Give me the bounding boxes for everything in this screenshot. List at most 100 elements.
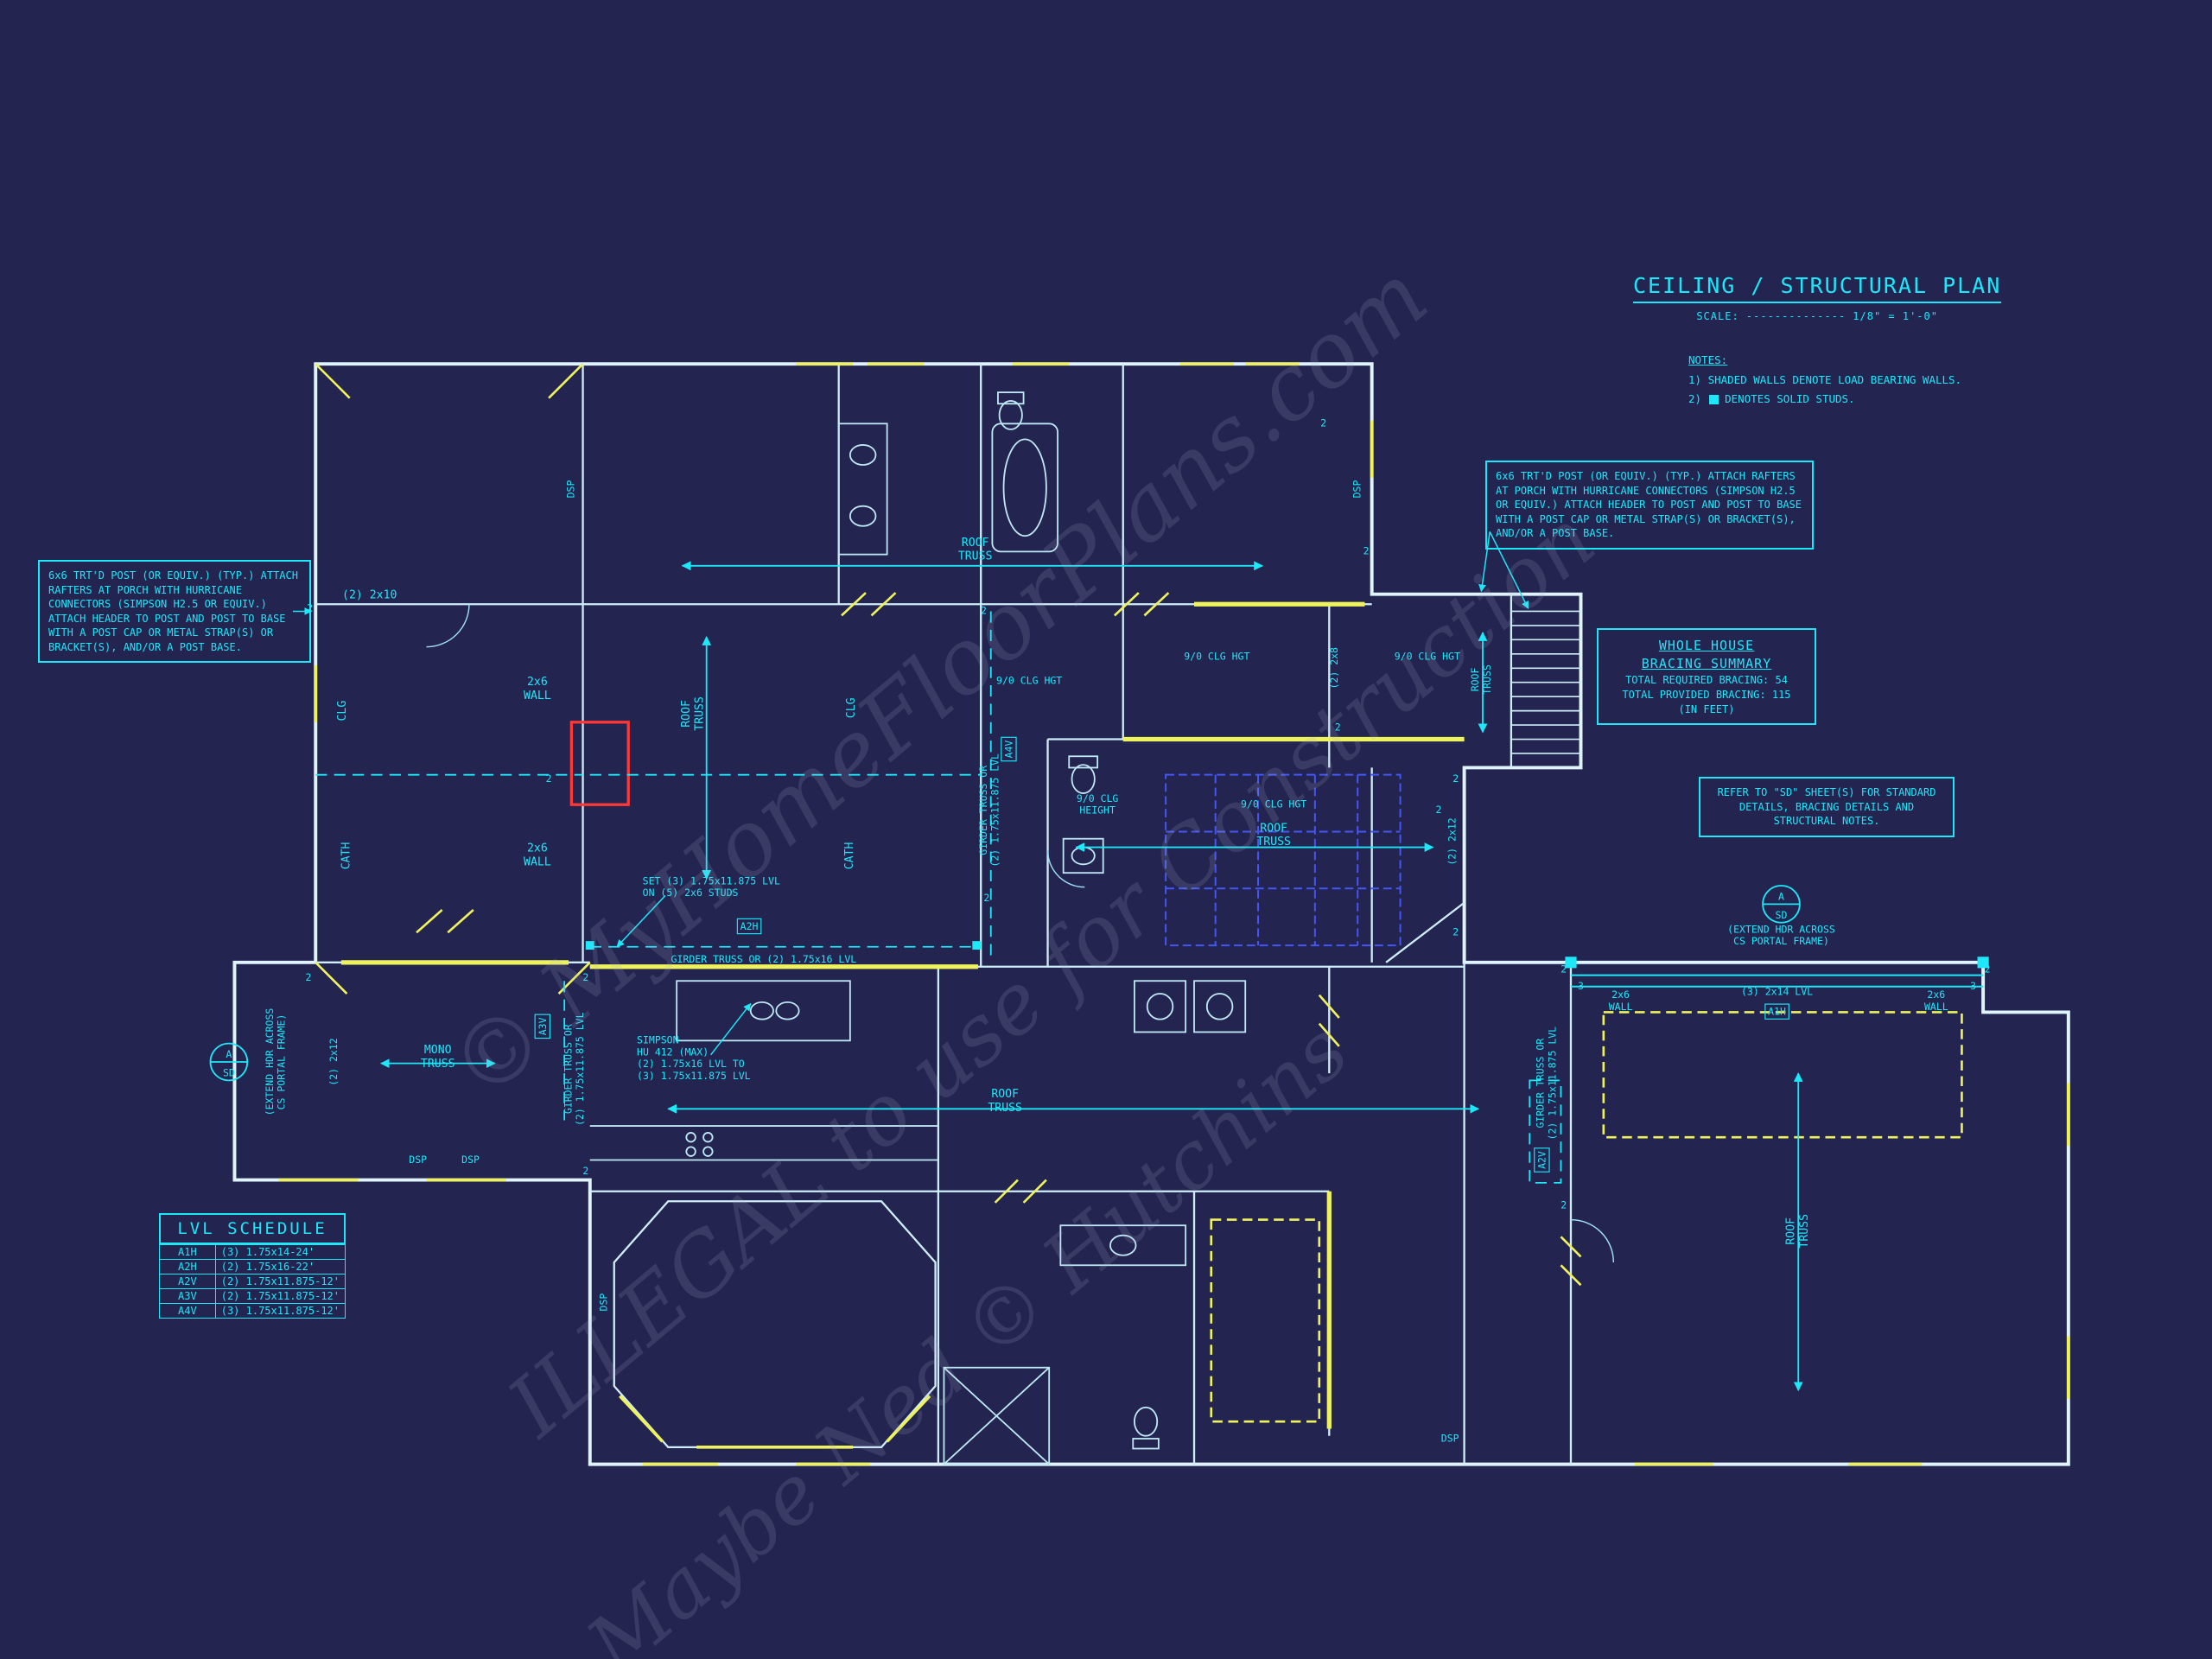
girder-label: GIRDER TRUSS OR(2) 1.75x11.875 LVL bbox=[562, 1012, 586, 1126]
plan-tag-box bbox=[736, 918, 762, 935]
lvl-desc: (3) 1.75x14-24' bbox=[214, 1244, 346, 1260]
kitchen-fixtures bbox=[589, 980, 1247, 1161]
girder-lines bbox=[315, 611, 1562, 1184]
sd-note: REFER TO "SD" SHEET(S) FOR STANDARD DETA… bbox=[1699, 777, 1955, 837]
stud-tag: 2 bbox=[306, 971, 312, 983]
bracing-required: TOTAL REQUIRED BRACING: 54 bbox=[1625, 674, 1788, 686]
stud-tag: 3 bbox=[1578, 980, 1584, 992]
note-label: (EXTEND HDR ACROSSCS PORTAL FRAME) bbox=[264, 1008, 288, 1116]
roof-truss-label: ROOFTRUSS bbox=[1469, 664, 1493, 695]
bracing-provided: TOTAL PROVIDED BRACING: 115 bbox=[1622, 688, 1791, 701]
lvl-mark-tag: A2H bbox=[741, 920, 759, 932]
stud-tag: 2 bbox=[1452, 926, 1459, 938]
section-letter: A bbox=[1778, 890, 1784, 902]
lvl-schedule: LVL SCHEDULE A1H(3) 1.75x14-24' A2H(2) 1… bbox=[159, 1213, 346, 1319]
stud-tag: 2 bbox=[546, 772, 552, 785]
stud-tag: 2 bbox=[582, 1165, 588, 1177]
lvl-mark: A2H bbox=[159, 1259, 216, 1274]
leader-lines bbox=[292, 531, 1529, 1056]
scale-label: SCALE: -------------- 1/8" = 1'-0" bbox=[1696, 310, 1938, 322]
clg-height-label: 9/0 CLG HGT bbox=[996, 674, 1062, 686]
load-bearing-walls bbox=[340, 601, 1465, 1429]
stud-tag: 2 bbox=[983, 892, 989, 904]
note-2-text: DENOTES SOLID STUDS. bbox=[1725, 392, 1855, 405]
bracing-units: (IN FEET) bbox=[1678, 702, 1735, 715]
lvl-desc: (2) 1.75x16-22' bbox=[214, 1259, 346, 1274]
tray-ceiling-grid bbox=[1165, 773, 1402, 947]
lvl-mark-tag: A3V bbox=[537, 1017, 549, 1035]
section-sheet: SD bbox=[223, 1066, 235, 1078]
dsp-label: DSP bbox=[1441, 1432, 1459, 1444]
ceiling-label: CATH bbox=[340, 842, 353, 870]
solid-stud-swatch bbox=[1709, 395, 1719, 404]
header-size-label: (3) 2x14 LVL bbox=[1741, 986, 1813, 998]
lvl-row: A3V(2) 1.75x11.875-12' bbox=[159, 1288, 346, 1304]
plan-tag-box bbox=[1001, 736, 1017, 762]
lvl-desc: (3) 1.75x11.875-12' bbox=[214, 1303, 346, 1319]
lvl-mark-tag: A4V bbox=[1002, 741, 1014, 759]
notes-heading: NOTES: bbox=[1688, 353, 1728, 366]
ceiling-label: CLG bbox=[845, 697, 858, 718]
lvl-schedule-table: A1H(3) 1.75x14-24' A2H(2) 1.75x16-22' A2… bbox=[159, 1244, 346, 1319]
stud-tag: 2 bbox=[1320, 417, 1326, 429]
section-letter: A bbox=[226, 1048, 232, 1060]
clg-height-label: 9/0 CLG HGT bbox=[1395, 650, 1460, 662]
bracing-title-1: WHOLE HOUSE bbox=[1658, 638, 1755, 653]
ceiling-label: CLG bbox=[336, 701, 349, 721]
lvl-row: A4V(3) 1.75x11.875-12' bbox=[159, 1303, 346, 1319]
roof-truss-label: ROOFTRUSS bbox=[680, 696, 707, 731]
notes-block: NOTES: 1) SHADED WALLS DENOTE LOAD BEARI… bbox=[1688, 351, 1961, 410]
fireplace-outline bbox=[569, 721, 630, 806]
section-markers bbox=[209, 885, 1801, 1082]
title-block: CEILING / STRUCTURAL PLAN SCALE: -------… bbox=[1633, 273, 2002, 322]
dsp-label: DSP bbox=[1351, 480, 1363, 499]
plan-tag-box bbox=[534, 1014, 550, 1039]
lvl-row: A2H(2) 1.75x16-22' bbox=[159, 1259, 346, 1274]
dsp-label: DSP bbox=[598, 1294, 610, 1312]
plan-tag-box bbox=[1534, 1147, 1550, 1173]
stud-tag: 2 bbox=[582, 971, 588, 983]
stud-tag: 2 bbox=[981, 605, 987, 617]
stud-tag: 2 bbox=[1436, 804, 1442, 816]
clg-height-label: 9/0 CLG HGT bbox=[1241, 798, 1306, 810]
stud-tag: 3 bbox=[1970, 980, 1976, 992]
window-markers bbox=[278, 362, 2070, 1466]
clg-height-label: 9/0 CLG HGT bbox=[1184, 650, 1249, 662]
plumbing-fixtures bbox=[837, 391, 1187, 1465]
lvl-mark-tag: A1H bbox=[1768, 1006, 1786, 1018]
bracing-summary: WHOLE HOUSE BRACING SUMMARY TOTAL REQUIR… bbox=[1597, 628, 1816, 726]
lvl-mark-tag: A2V bbox=[1535, 1151, 1548, 1169]
stud-tag: 2 bbox=[1985, 963, 1991, 975]
stud-tag: 2 bbox=[1560, 963, 1567, 975]
header-size-label: (2) 2x12 bbox=[327, 1038, 340, 1085]
dsp-label: DSP bbox=[409, 1154, 427, 1166]
girder-label: GIRDER TRUSS OR(2) 1.75x11.875 LVL bbox=[1535, 1027, 1559, 1141]
dsp-label: DSP bbox=[565, 480, 577, 499]
note-2-prefix: 2) bbox=[1688, 392, 1702, 405]
roof-truss-label: ROOFTRUSS bbox=[1784, 1214, 1811, 1249]
garage-header bbox=[1570, 974, 1984, 988]
header-size-label: (2) 2x12 bbox=[1446, 817, 1459, 865]
door-swings bbox=[426, 604, 1615, 1262]
lvl-mark: A2V bbox=[159, 1274, 216, 1289]
girder-label: GIRDER TRUSS OR (2) 1.75x16 LVL bbox=[671, 953, 857, 965]
stud-tag: 2 bbox=[1363, 545, 1370, 557]
note-item-1: 1) SHADED WALLS DENOTE LOAD BEARING WALL… bbox=[1688, 372, 1962, 386]
stud-tag: 2 bbox=[1335, 721, 1341, 734]
lvl-row: A1H(3) 1.75x14-24' bbox=[159, 1244, 346, 1260]
stud-tag: 2 bbox=[1560, 1198, 1567, 1211]
lvl-desc: (2) 1.75x11.875-12' bbox=[214, 1274, 346, 1289]
interior-walls bbox=[315, 364, 1573, 1465]
lvl-row: A2V(2) 1.75x11.875-12' bbox=[159, 1274, 346, 1289]
stairs bbox=[1510, 610, 1581, 754]
dsp-label: DSP bbox=[461, 1154, 480, 1166]
